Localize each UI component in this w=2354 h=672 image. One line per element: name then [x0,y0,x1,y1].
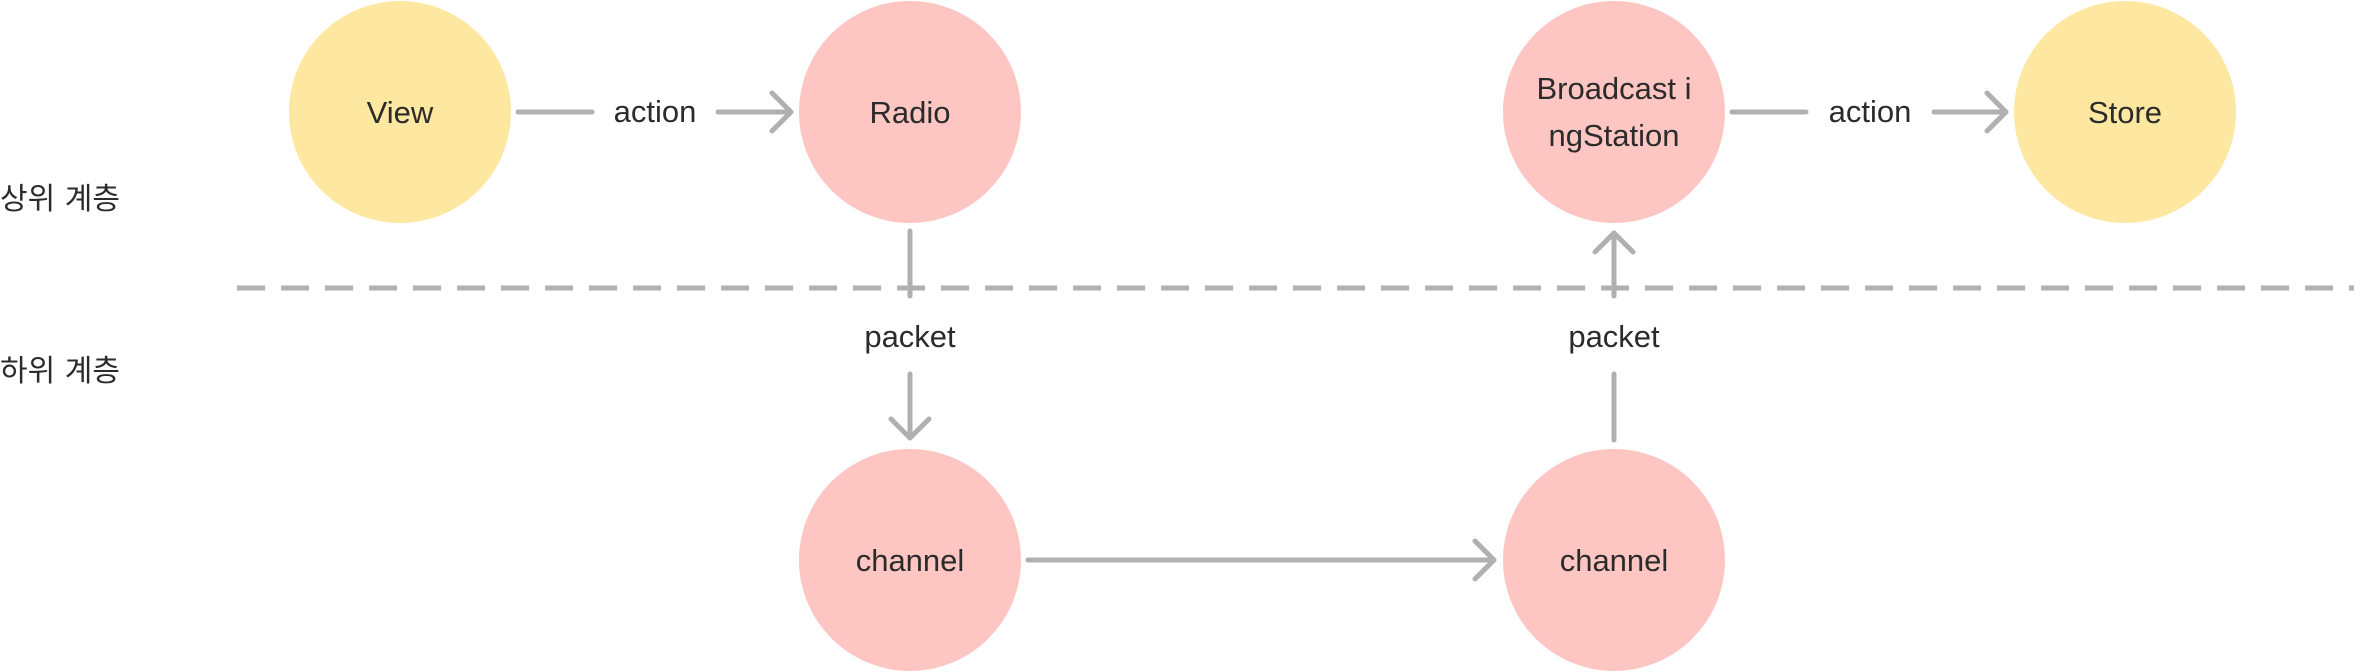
edge-label-radio-to-channel: packet [864,319,956,354]
upper-layer-label: 상위 계층 [0,182,120,217]
edge-channel-to-station [1592,230,1636,443]
edge-label-view-to-radio: action [613,94,697,129]
arrowhead-icon [1472,538,1497,582]
lower-layer-label: 하위 계층 [0,354,120,389]
node-broadcasting-station-label: Broadcast ingStation [1536,71,1692,153]
arrowhead-icon [888,416,932,441]
node-radio-label: Radio [869,94,951,130]
arrowhead-icon [1592,230,1636,255]
edge-radio-to-channel [888,228,932,441]
edge-label-channel-to-station: packet [1568,319,1660,354]
arrowhead-icon [769,90,794,134]
node-channel-receive: channel [1503,449,1725,671]
edge-label-station-to-store: action [1828,94,1912,129]
edge-view-to-radio [515,90,794,134]
node-store-label: Store [2087,94,2163,130]
node-channel-send: channel [799,449,1021,671]
edge-station-to-store [1729,90,2009,134]
arrowhead-icon [1984,90,2009,134]
node-channel-send-label: channel [855,542,965,578]
node-store: Store [2014,1,2236,223]
node-radio: Radio [799,1,1021,223]
node-view: View [289,1,511,223]
edge-channel-to-channel [1025,538,1497,582]
node-view-label: View [366,94,434,130]
node-channel-receive-label: channel [1559,542,1669,578]
node-broadcasting-station: Broadcast ingStation [1503,1,1725,223]
